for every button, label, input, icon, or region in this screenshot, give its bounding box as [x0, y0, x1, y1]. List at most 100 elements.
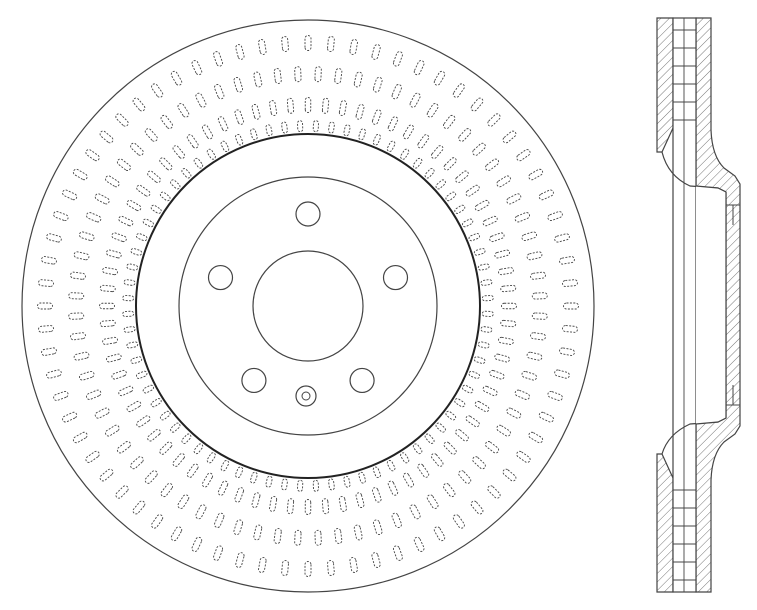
vane-slot — [531, 292, 548, 300]
vane-slot — [481, 295, 494, 302]
vane-slot — [462, 218, 474, 228]
vane-slot — [235, 466, 244, 479]
vane-slot — [334, 528, 343, 544]
center-bore — [252, 250, 364, 362]
vane-slot — [538, 189, 554, 201]
vane-slot — [372, 76, 383, 93]
vane-slot — [186, 463, 199, 478]
vane-slot — [213, 51, 224, 67]
vane-slot — [489, 232, 505, 243]
vane-slot — [454, 204, 466, 214]
vane-slot — [147, 170, 161, 184]
vane-slot — [554, 233, 570, 243]
vane-slot — [62, 411, 78, 423]
vane-slot — [85, 149, 100, 162]
vane-slot — [41, 347, 57, 356]
vane-slot — [116, 158, 131, 171]
vane-slot — [151, 83, 164, 98]
vane-slot — [386, 460, 396, 472]
vane-slot — [538, 411, 554, 423]
vane-slot — [159, 191, 171, 202]
vane-slot — [144, 128, 158, 142]
vane-slot — [151, 514, 164, 529]
vane-slot — [412, 157, 423, 169]
vane-slot — [371, 44, 381, 60]
vane-slot — [235, 552, 245, 568]
vane-slot — [281, 478, 288, 491]
vane-slot — [496, 424, 511, 437]
vane-slot — [400, 452, 410, 464]
vane-slot — [435, 179, 446, 190]
vane-slot — [193, 443, 204, 455]
vane-slot — [150, 398, 162, 408]
outboard-plate-upper — [656, 17, 674, 153]
vane-slot — [281, 560, 289, 576]
vane-slot — [144, 470, 158, 484]
vane-slot — [206, 148, 216, 160]
vane-slot — [452, 83, 465, 98]
vane-slot — [430, 145, 444, 159]
vane-slot — [413, 60, 425, 76]
vane-slot — [130, 456, 144, 470]
vane-slot — [38, 279, 54, 287]
vane-slot — [562, 325, 578, 333]
vane-slot — [500, 319, 517, 328]
vane-slot — [94, 407, 110, 419]
vane-slot — [233, 76, 244, 93]
vane-slot — [206, 452, 216, 464]
vane-slot — [554, 369, 570, 379]
vane-slot — [130, 248, 143, 256]
vane-slot — [126, 341, 139, 349]
vane-slot — [321, 498, 330, 515]
vane-slot — [106, 249, 122, 259]
vane-slot — [349, 39, 358, 55]
vane-slot — [269, 100, 278, 116]
vane-slot — [387, 116, 399, 132]
vane-slot — [281, 121, 288, 134]
vane-slot — [99, 302, 115, 310]
vane-slot — [372, 466, 381, 479]
vane-slot — [458, 128, 472, 142]
vane-slot — [73, 251, 90, 261]
vane-slot — [443, 114, 456, 129]
vane-slot — [273, 528, 282, 544]
vane-slot — [234, 487, 245, 503]
vane-slot — [402, 124, 415, 140]
vane-slot — [474, 199, 490, 212]
vane-slot — [86, 212, 102, 223]
vane-slot — [474, 400, 490, 413]
vane-slot — [468, 233, 481, 242]
vane-slot — [338, 100, 347, 116]
vane-slot — [46, 233, 62, 243]
vane-channel — [672, 17, 697, 593]
vane-slot — [498, 267, 514, 276]
vane-slot — [122, 310, 135, 317]
vane-slot — [480, 279, 493, 286]
vane-slot — [99, 319, 116, 328]
vane-slot — [334, 68, 343, 84]
vane-slot — [455, 428, 469, 442]
vane-slot — [327, 36, 335, 52]
vane-slot — [217, 480, 229, 496]
vane-slot — [355, 492, 365, 508]
lug-hole — [382, 264, 409, 291]
vane-slot — [78, 370, 95, 381]
vane-slot — [445, 410, 457, 421]
vane-slot — [433, 70, 446, 86]
vane-slot — [465, 415, 480, 428]
vane-slot — [38, 325, 54, 333]
vane-slot — [435, 422, 446, 433]
vane-slot — [72, 168, 88, 181]
vane-slot — [191, 536, 203, 552]
vane-slot — [195, 504, 207, 520]
vane-slot — [409, 504, 421, 520]
vane-slot — [424, 168, 435, 179]
vane-slot — [126, 263, 139, 271]
vane-slot — [220, 460, 230, 472]
lug-hole — [207, 264, 234, 291]
vane-slot — [116, 441, 131, 454]
vane-slot — [177, 494, 190, 509]
lug-hole — [349, 367, 375, 394]
vane-slot — [426, 103, 439, 118]
vane-slot — [468, 370, 481, 379]
